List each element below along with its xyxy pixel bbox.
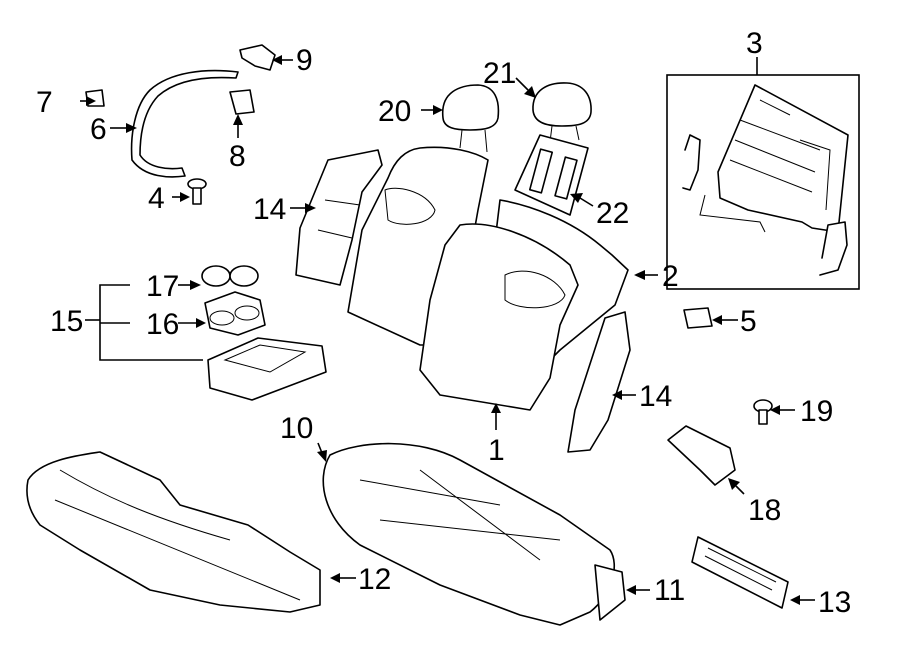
- callout-2: 2: [662, 260, 679, 293]
- callout-labels: 3 9 7 6 8 4 20 21 22 14 17 15 16 2 5 14 …: [36, 27, 851, 619]
- part-18-bracket: [667, 425, 736, 486]
- callout-14-right: 14: [639, 380, 672, 413]
- callout-7: 7: [36, 86, 53, 119]
- part-9-clip: [239, 44, 276, 71]
- callout-8: 8: [229, 140, 246, 173]
- callout-4: 4: [148, 182, 165, 215]
- callout-18: 18: [748, 494, 781, 527]
- part-5-clip: [683, 307, 713, 329]
- part-22-guide-sleeves: [514, 134, 589, 216]
- callout-17: 17: [146, 270, 179, 303]
- callout-22: 22: [596, 197, 629, 230]
- callout-19: 19: [800, 395, 833, 428]
- part-3-seat-back-frame: [666, 57, 860, 290]
- callout-10: 10: [280, 412, 313, 445]
- callout-12: 12: [358, 563, 391, 596]
- callout-16: 16: [146, 308, 179, 341]
- callout-15: 15: [50, 305, 83, 338]
- part-14-side-trim-right: [567, 311, 631, 453]
- part-8-bracket: [229, 89, 255, 115]
- callout-1: 1: [488, 434, 505, 467]
- callout-6: 6: [90, 113, 107, 146]
- part-16-cupholder: [204, 291, 266, 336]
- part-20-head-restraint: [442, 84, 500, 153]
- part-4-push-pin: [187, 178, 207, 205]
- part-13-trim-panel: [691, 536, 789, 609]
- part-17-cup-inserts: [201, 265, 259, 287]
- part-14-side-trim-left: [295, 149, 383, 286]
- callout-21: 21: [483, 57, 516, 90]
- part-11-seat-cushion: [322, 442, 626, 626]
- callout-5: 5: [740, 305, 757, 338]
- callout-3: 3: [746, 27, 763, 60]
- callout-20: 20: [378, 95, 411, 128]
- part-1-seat-back-cushion: [384, 187, 579, 411]
- leader-lines: [80, 55, 815, 605]
- part-15-bracket-lines: [85, 284, 203, 361]
- part-21-head-restraint: [532, 82, 592, 143]
- part-15-armrest: [207, 337, 327, 401]
- part-6-trim-strip: [130, 69, 239, 178]
- callout-9: 9: [296, 44, 313, 77]
- callout-14-left: 14: [253, 193, 286, 226]
- callout-13: 13: [818, 586, 851, 619]
- part-19-push-pin: [753, 399, 773, 425]
- part-12-seat-pan: [26, 451, 321, 613]
- callout-11: 11: [654, 574, 685, 607]
